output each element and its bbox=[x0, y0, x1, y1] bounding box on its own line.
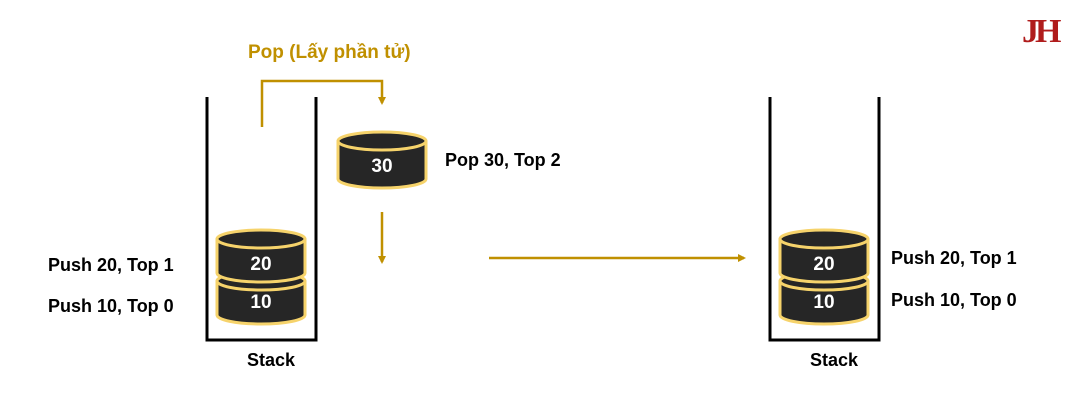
popped-label: Pop 30, Top 2 bbox=[445, 150, 561, 170]
stack-before-title: Stack bbox=[247, 350, 296, 370]
stack-before-disk-10-value: 10 bbox=[250, 292, 271, 313]
popped-disk: 30 bbox=[336, 130, 428, 190]
popped-disk-value: 30 bbox=[371, 156, 392, 177]
stack-after-label-push-20: Push 20, Top 1 bbox=[891, 248, 1017, 268]
stack-before-disk-10: 10 bbox=[215, 270, 307, 326]
stack-after-disk-10-value: 10 bbox=[813, 292, 834, 313]
stack-after-label-push-10: Push 10, Top 0 bbox=[891, 290, 1017, 310]
logo: JH bbox=[1022, 13, 1062, 50]
pop-label: Pop (Lấy phần tử) bbox=[248, 42, 411, 63]
stack-before-label-push-20: Push 20, Top 1 bbox=[48, 255, 174, 275]
pop-arrow bbox=[260, 79, 386, 127]
stack-after-title: Stack bbox=[810, 350, 859, 370]
stack-before-disk-20-value: 20 bbox=[250, 254, 271, 275]
stack-after-disk-20: 20 bbox=[778, 228, 870, 284]
stack-before-label-push-10: Push 10, Top 0 bbox=[48, 296, 174, 316]
stack-container-before bbox=[205, 97, 318, 342]
stack-container-after bbox=[768, 97, 881, 342]
stack-after-disk-20-value: 20 bbox=[813, 254, 834, 275]
stack-before-disk-20: 20 bbox=[215, 228, 307, 284]
